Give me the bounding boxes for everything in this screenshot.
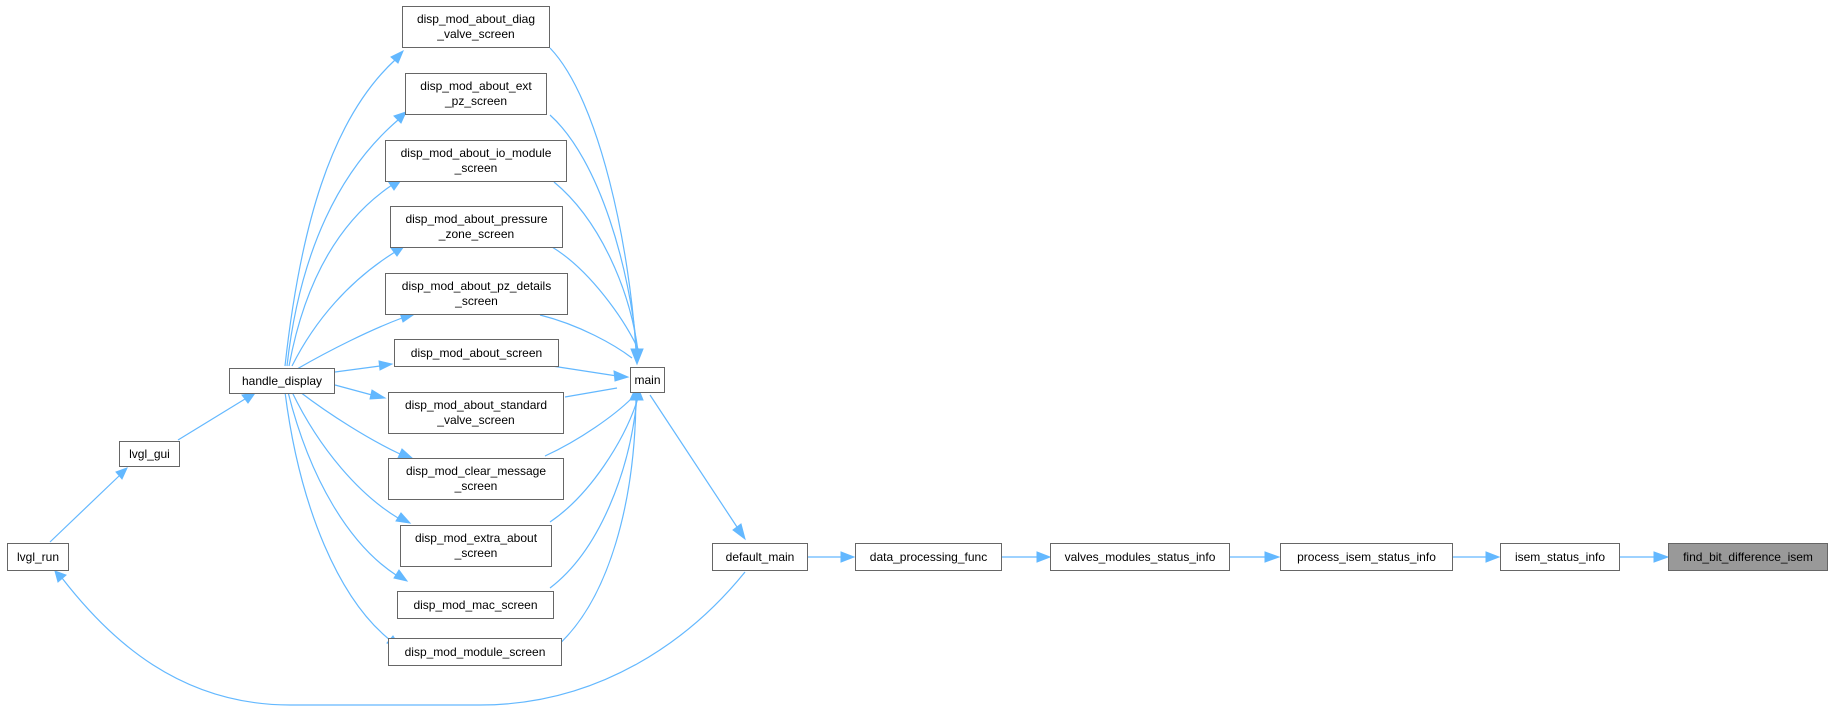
arrowhead [397,448,414,459]
node-label: isem_status_info [1514,549,1606,564]
node-label: disp_mod_about_pressure _zone_screen [405,212,548,241]
node-label: valves_modules_status_info [1064,549,1216,564]
arrowhead [393,111,407,124]
arrowhead [1036,551,1052,563]
edge-handle_display-to-disp_mod_extra_about [291,391,399,519]
node-label: disp_mod_module_screen [404,644,546,659]
node-label: disp_mod_about_io_module _screen [400,146,552,175]
node-label: disp_mod_about_standard _valve_screen [404,398,548,427]
edge-handle_display-to-disp_mod_mac [287,391,397,576]
node-lvgl_gui[interactable]: lvgl_gui [119,441,180,467]
node-label: process_isem_status_info [1297,549,1436,564]
arrowhead [1653,551,1670,563]
arrowhead [630,348,644,366]
edge-disp_mod_extra_about-to-main [549,397,639,523]
edge-handle_display-to-disp_mod_about_pressure_zone [291,251,396,367]
node-label: disp_mod_about_screen [410,345,543,360]
node-disp_mod_about_screen[interactable]: disp_mod_about_screen [394,339,559,367]
arrowhead [115,467,128,480]
edge-lvgl_gui-to-handle_display [177,398,246,441]
arrowhead [378,360,394,371]
node-lvgl_run[interactable]: lvgl_run [7,543,69,571]
node-disp_mod_module_screen[interactable]: disp_mod_module_screen [388,638,562,666]
node-label: disp_mod_about_diag _valve_screen [416,12,536,41]
arrowhead [393,569,409,582]
edge-disp_mod_about_pz_details-to-main [539,314,633,359]
node-process_isem_status_info[interactable]: process_isem_status_info [1280,543,1453,571]
node-disp_mod_about_pressure_zone_screen[interactable]: disp_mod_about_pressure _zone_screen [390,206,563,248]
arrowhead [369,389,387,400]
edge-disp_mod_about_io_module-to-main [553,181,639,352]
arrowhead [1485,551,1501,563]
node-disp_mod_about_standard_valve_screen[interactable]: disp_mod_about_standard _valve_screen [388,392,564,434]
arrowhead [1264,551,1281,563]
edge-disp_mod_about_standard-to-main [564,387,618,398]
arrowhead [390,49,404,64]
node-disp_mod_clear_message_screen[interactable]: disp_mod_clear_message _screen [388,458,564,500]
node-disp_mod_about_io_module_screen[interactable]: disp_mod_about_io_module _screen [385,140,567,182]
node-disp_mod_about_diag_valve_screen[interactable]: disp_mod_about_diag _valve_screen [402,6,550,48]
edge-handle_display-to-disp_mod_module [284,391,391,641]
arrowhead [732,523,746,541]
node-label: disp_mod_mac_screen [413,597,538,612]
arrowhead [54,570,67,583]
node-label: disp_mod_about_ext _pz_screen [420,79,532,108]
node-label: lvgl_run [16,549,60,564]
node-valves_modules_status_info[interactable]: valves_modules_status_info [1050,543,1230,571]
node-label: data_processing_func [869,549,988,564]
node-disp_mod_about_pz_details_screen[interactable]: disp_mod_about_pz_details _screen [385,273,568,315]
edge-disp_mod_clear_message-to-main [544,397,633,457]
node-data_processing_func[interactable]: data_processing_func [855,543,1002,571]
edge-handle_display-to-disp_mod_about_screen [334,365,381,373]
node-find_bit_difference_isem[interactable]: find_bit_difference_isem [1668,543,1828,571]
node-default_main[interactable]: default_main [712,543,808,571]
node-label: disp_mod_extra_about _screen [414,531,538,560]
node-label: disp_mod_about_pz_details _screen [401,279,552,308]
edge-disp_mod_about_screen-to-main [551,365,618,377]
node-label: default_main [725,549,795,564]
edge-main-to-default_main [649,394,738,528]
node-isem_status_info[interactable]: isem_status_info [1500,543,1620,571]
edge-handle_display-to-disp_mod_clear_message [299,391,401,455]
edge-handle_display-to-disp_mod_about_pz_details [296,317,403,370]
edge-disp_mod_about_pressure_zone-to-main [551,246,640,352]
node-main[interactable]: main [630,367,665,393]
node-label: disp_mod_clear_message _screen [405,464,547,493]
edge-handle_display-to-disp_mod_about_io_module [288,184,393,367]
node-disp_mod_mac_screen[interactable]: disp_mod_mac_screen [397,591,554,619]
node-label: find_bit_difference_isem [1683,549,1813,564]
node-label: lvgl_gui [129,446,170,461]
arrowhead [241,392,257,404]
edge-default_main-to-lvgl_run [61,571,746,706]
edge-handle_display-to-disp_mod_about_standard [334,384,373,396]
edge-disp_mod_about_ext_pz-to-main [549,114,638,352]
edge-handle_display-to-disp_mod_about_ext_pz [286,119,399,367]
node-label: main [634,372,661,387]
edge-lvgl_run-to-lvgl_gui [49,475,120,543]
node-disp_mod_extra_about_screen[interactable]: disp_mod_extra_about _screen [400,525,552,567]
edge-disp_mod_module-to-main [554,397,637,649]
node-label: handle_display [241,373,323,388]
arrowhead [395,512,412,524]
node-disp_mod_about_ext_pz_screen[interactable]: disp_mod_about_ext _pz_screen [405,73,547,115]
edge-handle_display-to-disp_mod_about_diag [284,59,396,367]
arrowhead [613,370,630,382]
arrowhead [840,551,856,563]
node-handle_display[interactable]: handle_display [229,368,335,394]
edge-disp_mod_mac-to-main [549,397,638,589]
